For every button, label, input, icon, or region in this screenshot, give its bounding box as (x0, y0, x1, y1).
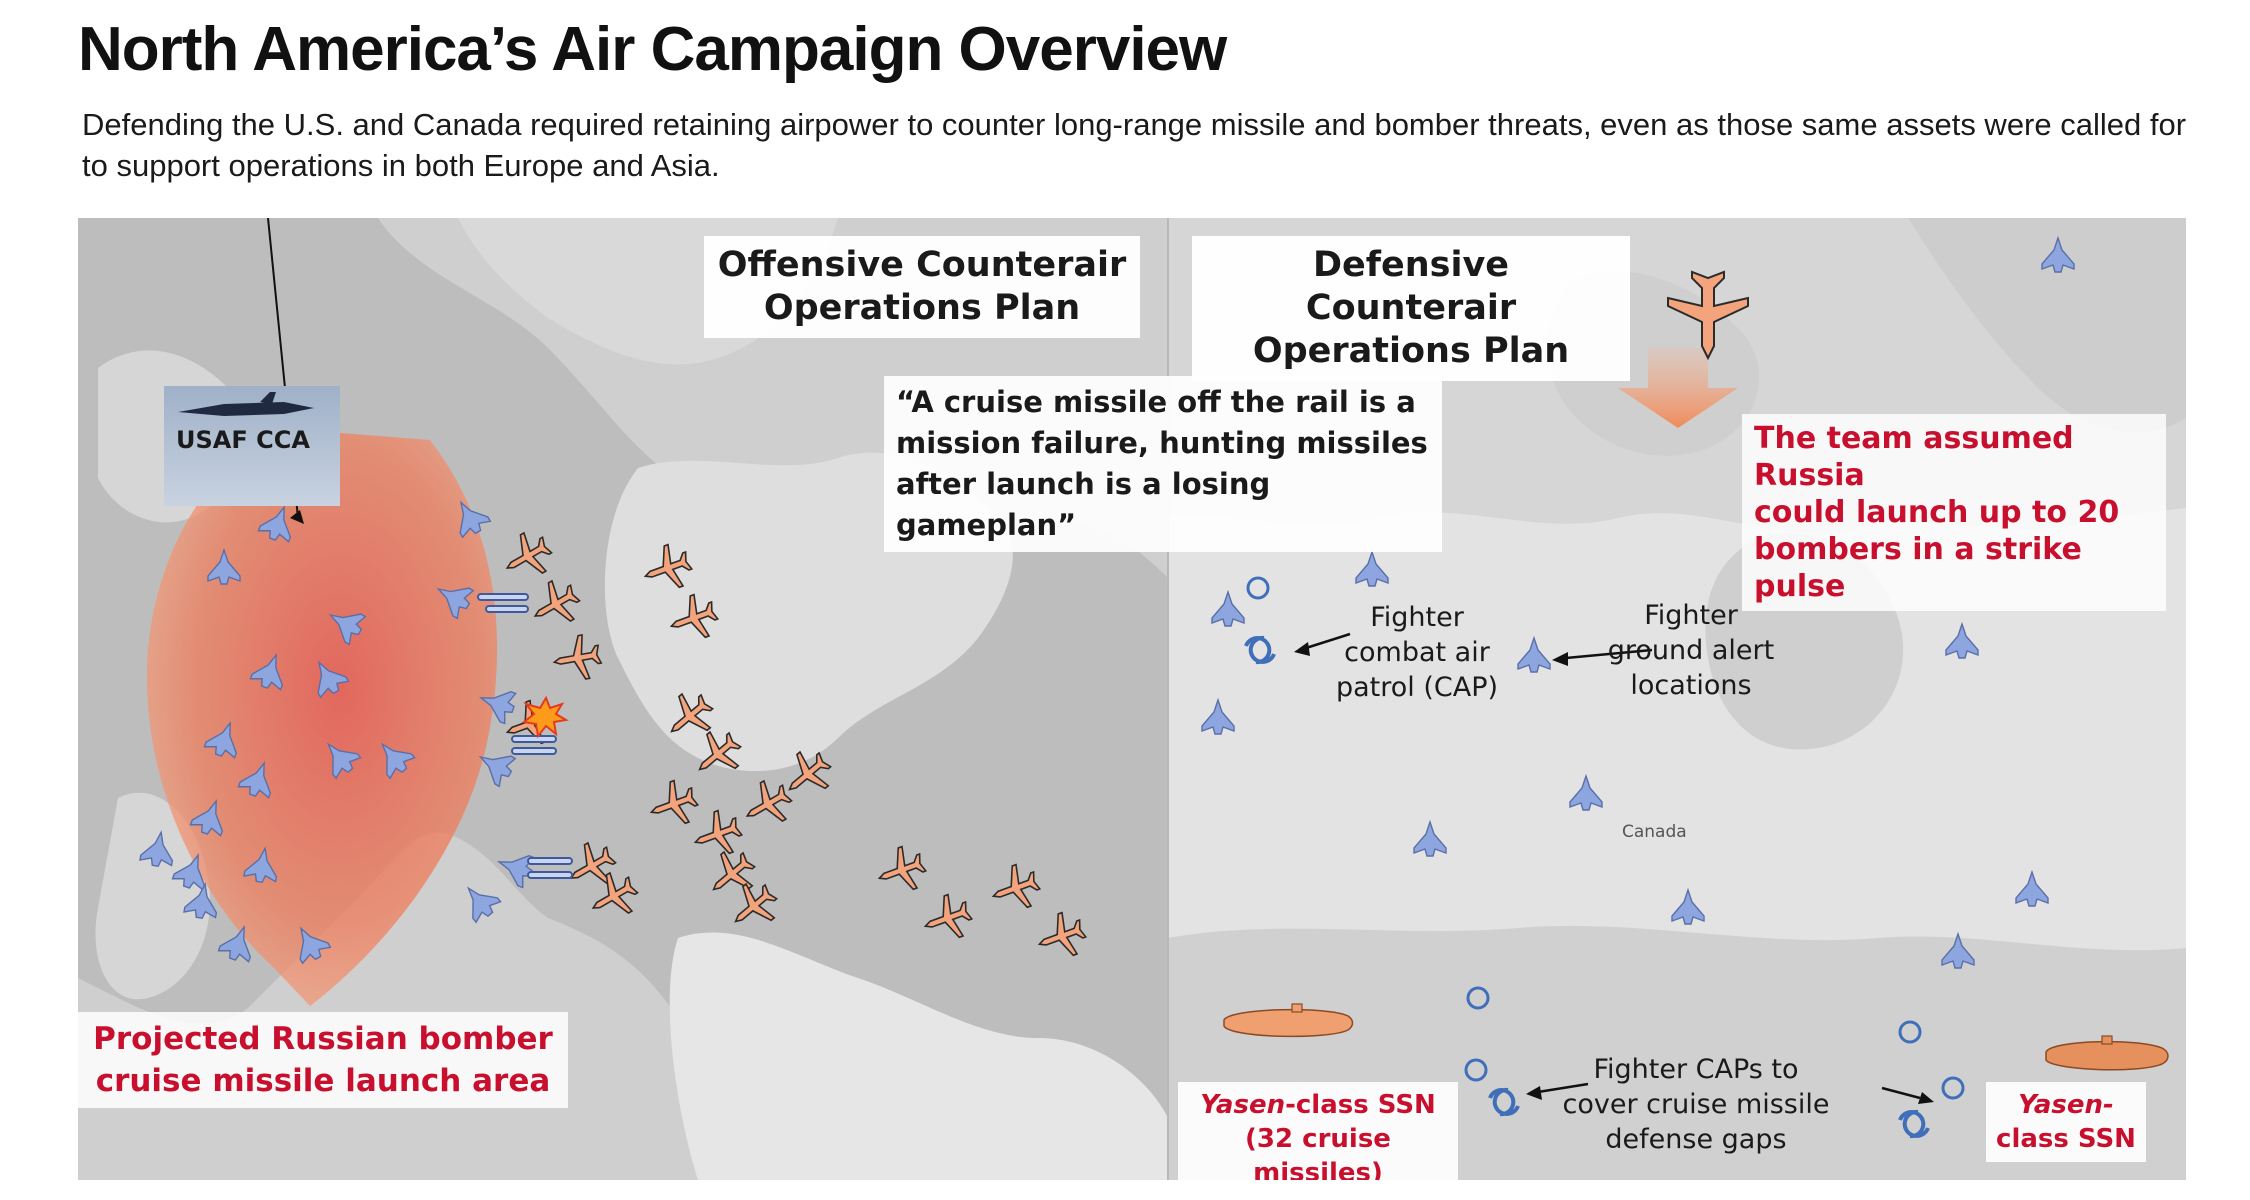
quote-line1: “A cruise missile off the rail is a (896, 385, 1416, 419)
page-subtitle: Defending the U.S. and Canada required r… (82, 107, 2187, 183)
quote-box: “A cruise missile off the rail is a miss… (884, 376, 1442, 552)
russia-bomber-note: The team assumed Russia could launch up … (1742, 414, 2166, 611)
quote-line3: after launch is a losing gameplan” (896, 467, 1271, 542)
russia-note-line1: The team assumed Russia (1754, 421, 2074, 493)
map-graphic: Offensive Counterair Operations Plan Def… (78, 218, 2186, 1180)
launch-area-line1: Projected Russian bomber (93, 1021, 553, 1057)
cap-line2: combat air (1344, 637, 1490, 668)
ground-line1: Fighter (1644, 600, 1738, 631)
cap-line1: Fighter (1370, 602, 1464, 633)
ground-line3: locations (1630, 670, 1752, 701)
quote-line2: mission failure, hunting missiles (896, 426, 1428, 460)
ssn2-italic: Yasen- (2018, 1090, 2114, 1120)
cap-markers (1244, 576, 1965, 1139)
ssn1-line2: (32 cruise missiles) (1245, 1124, 1391, 1180)
canada-label: Canada (1622, 822, 1687, 842)
russia-note-line2: could launch up to 20 (1754, 495, 2120, 530)
offensive-title-line1: Offensive Counterair (717, 245, 1127, 285)
ssn-label-1: Yasen-class SSN (32 cruise missiles) (1178, 1082, 1458, 1180)
launch-area-label: Projected Russian bomber cruise missile … (78, 1012, 568, 1108)
submarines (1223, 1003, 2169, 1071)
cap-label: Fighter combat air patrol (CAP) (1318, 600, 1516, 705)
cca-label: USAF CCA (176, 426, 310, 454)
page-title: North America’s Air Campaign Overview (78, 15, 1227, 84)
usaf-cca-inset: USAF CCA (164, 386, 340, 506)
gaps-line1: Fighter CAPs to (1593, 1054, 1799, 1085)
defensive-title-line2: Operations Plan (1252, 331, 1570, 371)
cap-line3: patrol (CAP) (1335, 672, 1499, 703)
russia-note-line3: bombers in a strike pulse (1754, 532, 2082, 604)
ssn-label-2: Yasen- class SSN (1986, 1082, 2146, 1162)
gaps-line3: defense gaps (1605, 1124, 1787, 1155)
gaps-line2: cover cruise missile (1562, 1089, 1830, 1120)
defensive-title-line1: Defensive Counterair (1305, 245, 1517, 328)
ssn1-rest: -class SSN (1285, 1090, 1436, 1120)
launch-area-line2: cruise missile launch area (95, 1063, 551, 1099)
ssn2-line2: class SSN (1996, 1124, 2136, 1154)
cap-gaps-label: Fighter CAPs to cover cruise missile def… (1546, 1052, 1846, 1157)
cca-aircraft-icon (178, 392, 314, 416)
offensive-plan-title: Offensive Counterair Operations Plan (704, 236, 1140, 338)
ground-alert-label: Fighter ground alert locations (1596, 598, 1786, 703)
ground-line2: ground alert (1607, 635, 1775, 666)
offensive-title-line2: Operations Plan (763, 288, 1081, 328)
ssn1-italic: Yasen (1200, 1090, 1286, 1120)
interceptors (138, 493, 573, 967)
defensive-plan-title: Defensive Counterair Operations Plan (1192, 236, 1630, 381)
